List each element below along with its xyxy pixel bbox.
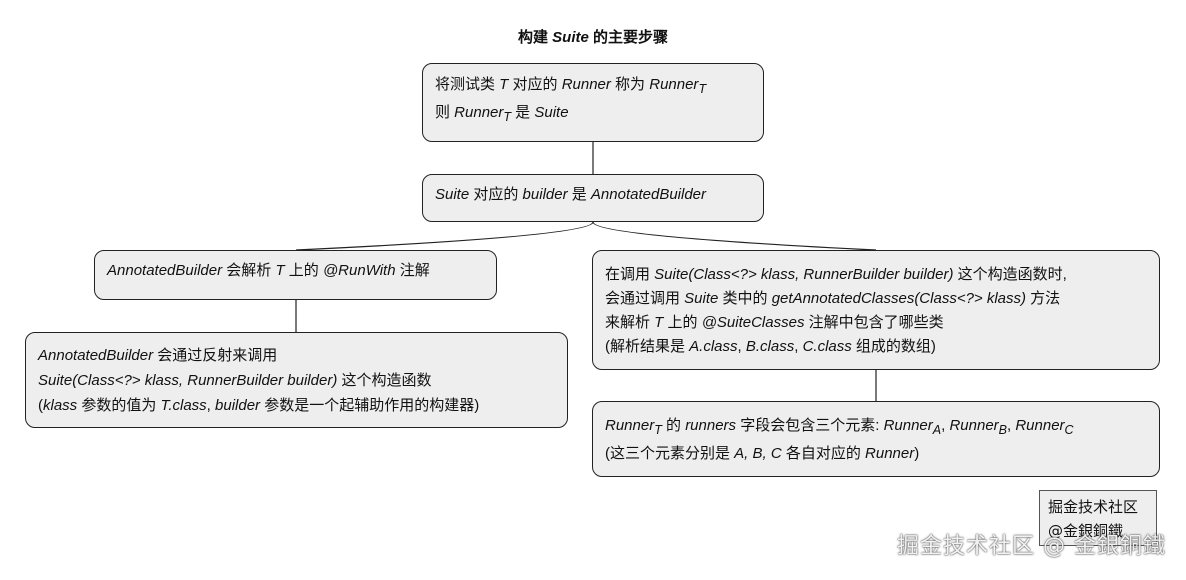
node-runwith-annotation: AnnotatedBuilder 会解析 T 上的 @RunWith 注解	[94, 250, 497, 300]
node-runner-t-naming: 将测试类 T 对应的 Runner 称为 RunnerT 则 RunnerT 是…	[422, 63, 764, 142]
node-reflection-constructor: AnnotatedBuilder 会通过反射来调用 Suite(Class<?>…	[25, 332, 568, 428]
node-runners-field: RunnerT 的 runners 字段会包含三个元素: RunnerA, Ru…	[592, 401, 1160, 477]
edge-n2-n3	[295, 221, 594, 251]
node-suite-classes-parsing: 在调用 Suite(Class<?> klass, RunnerBuilder …	[592, 250, 1160, 370]
node-suite-builder: Suite 对应的 builder 是 AnnotatedBuilder	[422, 174, 764, 222]
diagram-title: 构建 Suite 的主要步骤	[517, 29, 669, 46]
watermark: 掘金技术社区 @ 金銀銅鐵	[897, 534, 1166, 559]
author-note-box: 掘金技术社区 @金銀銅鐵	[1039, 490, 1157, 546]
edge-n2-n5	[592, 221, 877, 251]
